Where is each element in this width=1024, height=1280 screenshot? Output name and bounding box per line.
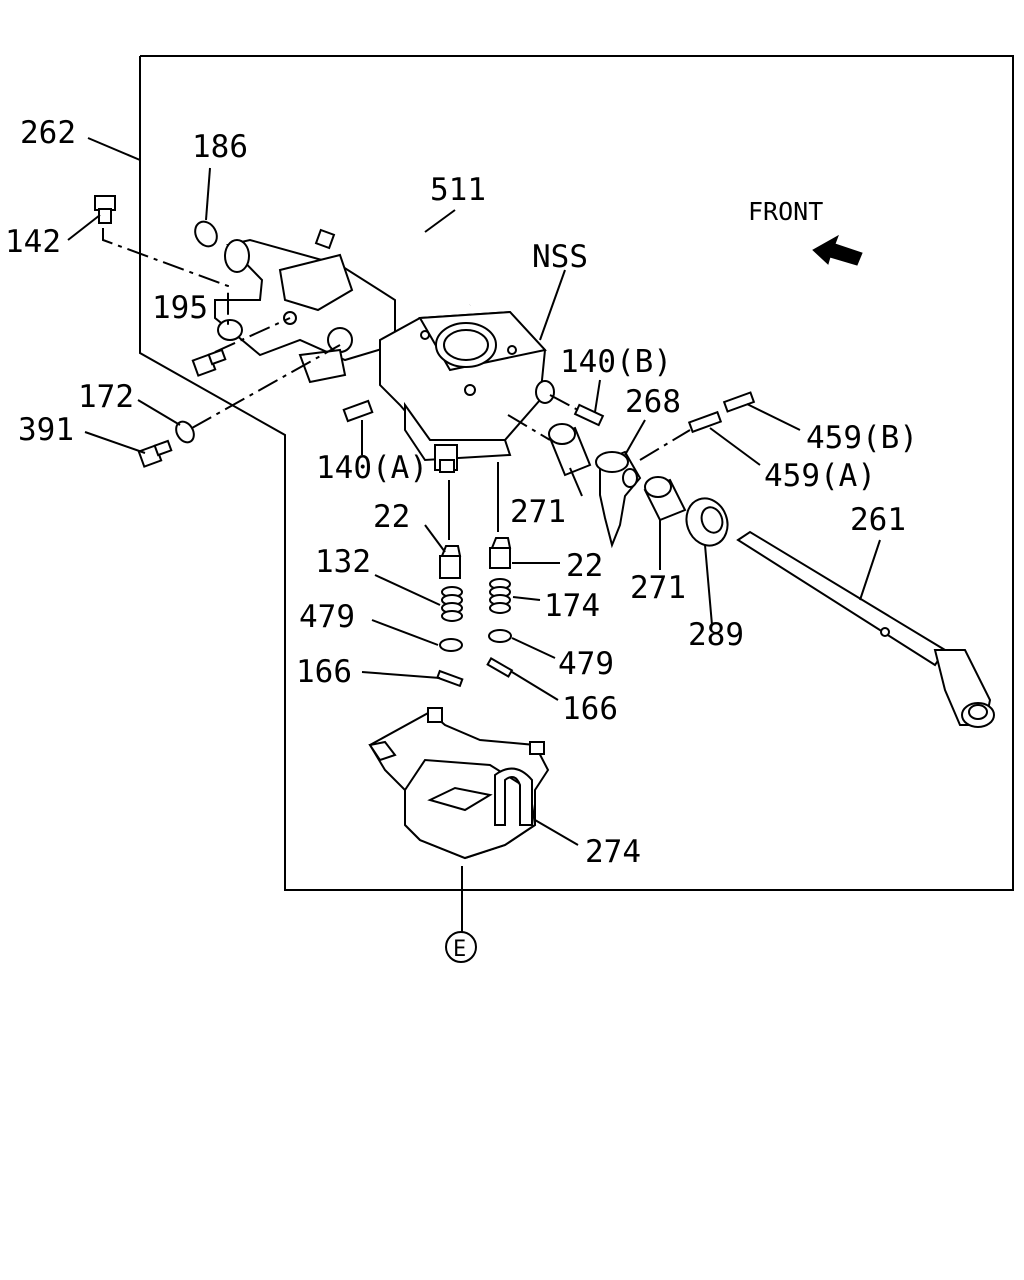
oring-479-left xyxy=(439,638,463,652)
bolt-195 xyxy=(191,348,227,377)
pin-166-left xyxy=(436,669,464,688)
pipe-511 xyxy=(314,195,478,306)
detent-22-left xyxy=(439,545,462,579)
shift-block-nss xyxy=(379,310,555,473)
label-140a: 140(A) xyxy=(316,450,428,486)
label-142: 142 xyxy=(5,224,61,260)
label-132: 132 xyxy=(315,544,371,580)
callout-label-e: E xyxy=(453,937,466,962)
label-166-right: 166 xyxy=(562,691,618,727)
bracket-housing xyxy=(214,238,396,384)
label-172: 172 xyxy=(78,379,134,415)
label-511: 511 xyxy=(430,172,486,208)
label-268: 268 xyxy=(625,384,681,420)
bearing-289 xyxy=(685,497,729,547)
pin-166-right xyxy=(486,657,514,678)
label-195: 195 xyxy=(152,290,208,326)
front-arrow-icon xyxy=(812,234,863,266)
label-186: 186 xyxy=(192,129,248,165)
plug-186 xyxy=(194,220,218,248)
label-289: 289 xyxy=(688,617,744,653)
bushing-271-lower xyxy=(643,476,687,522)
bushing-271-upper xyxy=(548,423,592,477)
shift-rod-261 xyxy=(736,530,995,728)
lever-268 xyxy=(595,450,642,549)
assembly-frame xyxy=(139,55,1014,891)
label-274: 274 xyxy=(585,834,641,870)
detent-22-right xyxy=(489,537,512,569)
label-166-left: 166 xyxy=(296,654,352,690)
label-271-lower: 271 xyxy=(630,570,686,606)
cover-274 xyxy=(368,707,550,860)
bolt-142 xyxy=(94,195,116,224)
label-459a: 459(A) xyxy=(764,458,876,494)
pin-140b xyxy=(573,403,605,427)
label-479-left: 479 xyxy=(299,599,355,635)
callout-circle-e xyxy=(445,931,477,963)
spring-132 xyxy=(441,586,463,622)
label-261: 261 xyxy=(850,502,906,538)
washer-172 xyxy=(175,420,195,444)
oring-479-right xyxy=(488,629,512,643)
label-22-left: 22 xyxy=(373,499,410,535)
front-label: FRONT xyxy=(748,197,823,226)
label-479-right: 479 xyxy=(558,646,614,682)
label-262: 262 xyxy=(20,115,76,151)
spring-174 xyxy=(489,578,511,614)
pin-459a xyxy=(687,410,723,434)
label-140b: 140(B) xyxy=(560,344,672,380)
label-271-upper: 271 xyxy=(510,494,566,530)
label-nss: NSS xyxy=(532,239,588,275)
pin-140a xyxy=(342,399,374,423)
label-391: 391 xyxy=(18,412,74,448)
bolt-391 xyxy=(137,439,173,468)
pin-459b xyxy=(722,391,756,413)
label-459b: 459(B) xyxy=(806,420,918,456)
label-174: 174 xyxy=(544,588,600,624)
label-22-right: 22 xyxy=(566,548,603,584)
